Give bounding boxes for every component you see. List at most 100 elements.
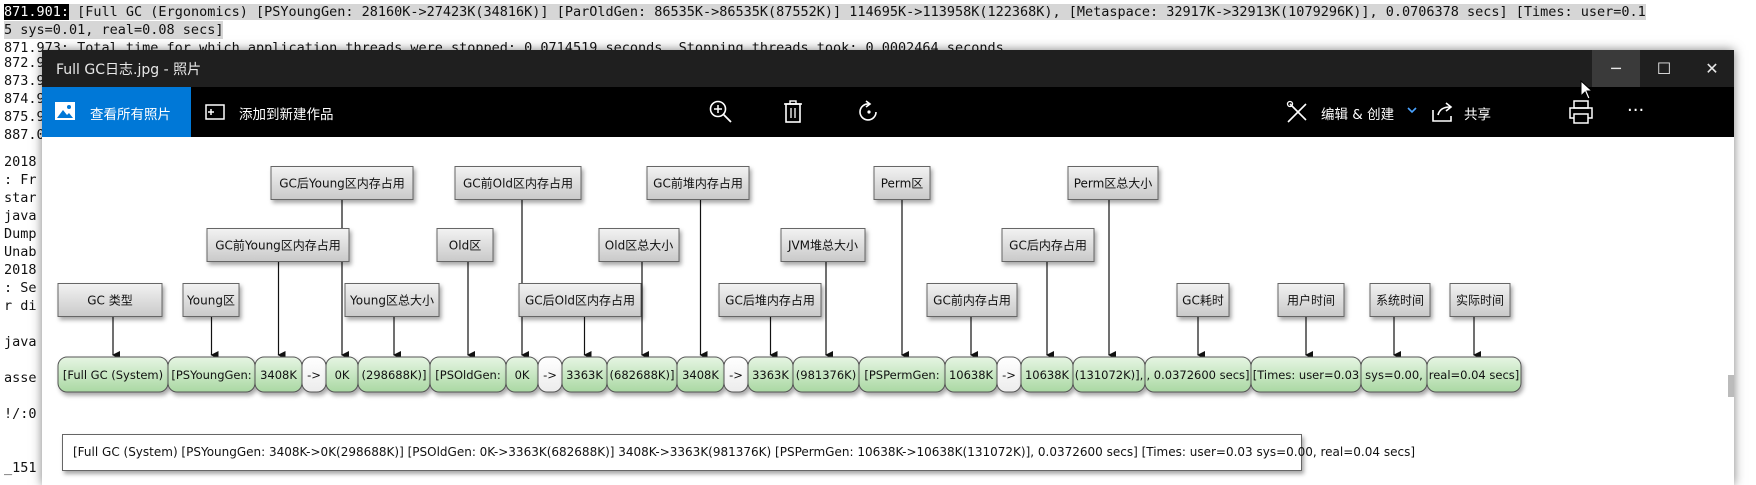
- segment-label: ->: [307, 368, 321, 382]
- window-title: Full GC日志.jpg - 照片: [56, 62, 202, 78]
- terminal-line-1: 871.901: [Full GC (Ergonomics) [PSYoungG…: [4, 3, 1646, 21]
- label-box-shape: [1449, 283, 1511, 317]
- gc-log-segment: [PSPermGen:: [858, 356, 946, 393]
- field-label-box: GC后内存占用: [1001, 228, 1095, 262]
- label-box-shape: [436, 228, 494, 262]
- terminal-left-fragment: Unab: [4, 244, 37, 260]
- terminal-left-fragment: r di: [4, 298, 37, 314]
- terminal-left-fragment: 874.9: [4, 91, 45, 107]
- gc-log-segment: [PSOldGen:: [429, 356, 507, 393]
- share-button[interactable]: 共享: [1431, 87, 1501, 137]
- segment-label: ->: [1002, 368, 1016, 382]
- terminal-left-fragment: 875.9: [4, 109, 45, 125]
- gc-log-segment: 0K: [505, 356, 539, 393]
- gc-log-segment: sys=0.00,: [1360, 356, 1428, 393]
- field-label-box: GC 类型: [57, 283, 163, 317]
- field-label: 系统时间: [1376, 294, 1424, 308]
- more-options-button[interactable]: ···: [1627, 100, 1645, 121]
- field-label: GC前堆内存占用: [653, 176, 743, 191]
- terminal-line-2: 5 sys=0.01, real=0.08 secs]: [4, 21, 224, 39]
- terminal-left-fragment: Dump: [4, 226, 37, 242]
- label-box-shape: [1176, 283, 1230, 317]
- label-box-shape: [926, 283, 1018, 317]
- zoom-in-icon[interactable]: [708, 99, 734, 125]
- segment-label: [Times: user=0.03: [1253, 368, 1359, 382]
- minimize-button[interactable]: ─: [1592, 50, 1640, 87]
- see-all-photos-label: 查看所有照片: [90, 107, 171, 123]
- field-label-box: GC前堆内存占用: [646, 166, 750, 200]
- field-label: Young区: [186, 294, 235, 308]
- terminal-left-fragment: 2018: [4, 154, 37, 170]
- label-box-shape: [518, 283, 642, 317]
- gc-log-segment: 3363K: [561, 356, 608, 393]
- gc-log-segment: (298688K)]: [357, 356, 431, 393]
- label-box-shape: [646, 166, 750, 200]
- edit-create-button[interactable]: 编辑 & 创建: [1285, 87, 1417, 137]
- sample-gc-log-line: [Full GC (System) [PSYoungGen: 3408K->0K…: [62, 434, 1415, 471]
- field-label-box: Young区总大小: [344, 283, 440, 317]
- terminal-timestamp: 871.901:: [4, 4, 70, 20]
- field-label: GC后Young区内存占用: [279, 176, 405, 191]
- terminal-left-fragment: 2018: [4, 262, 37, 278]
- delete-icon[interactable]: [782, 99, 804, 125]
- segment-label: [Full GC (System): [63, 368, 163, 382]
- terminal-left-fragment: : Fr: [4, 172, 37, 188]
- field-label-box: GC前内存占用: [926, 283, 1018, 317]
- field-label-box: JVM堆总大小: [780, 228, 866, 262]
- field-label: Perm区总大小: [1074, 177, 1153, 191]
- gc-log-segment: (682688K)]: [606, 356, 678, 393]
- field-label-box: GC后Old区内存占用: [518, 283, 642, 317]
- segment-label: (298688K)]: [362, 368, 427, 382]
- field-label: GC耗时: [1182, 294, 1224, 308]
- photos-window: Full GC日志.jpg - 照片 ─ ☐ ✕ 查看所有照片 添加到新建作品: [42, 50, 1734, 485]
- close-button[interactable]: ✕: [1705, 59, 1719, 78]
- gc-log-segment: 3408K: [254, 356, 303, 393]
- field-label-box: 用户时间: [1277, 283, 1345, 317]
- gc-log-segment: [Times: user=0.03: [1250, 356, 1362, 393]
- gc-log-segment: 0K: [325, 356, 359, 393]
- label-box-shape: [1369, 283, 1431, 317]
- gc-log-segment: 10638K: [1020, 356, 1074, 393]
- segment-label: real=0.04 secs]: [1429, 368, 1520, 382]
- label-box-shape: [598, 228, 680, 262]
- mouse-cursor-icon: [1580, 80, 1594, 100]
- terminal-left-fragment: 887.0: [4, 127, 45, 143]
- gc-log-segment: 3408K: [676, 356, 725, 393]
- label-box-shape: [718, 283, 822, 317]
- gc-log-segment: ->: [996, 356, 1022, 393]
- field-label: Old区总大小: [605, 239, 673, 253]
- field-label: GC前Old区内存占用: [463, 176, 573, 191]
- label-box-shape: [1067, 166, 1159, 200]
- print-icon[interactable]: [1568, 99, 1594, 125]
- segment-label: 3363K: [566, 368, 603, 382]
- rotate-icon[interactable]: [856, 99, 882, 125]
- field-label: Old区: [449, 239, 481, 253]
- field-label-box: GC前Old区内存占用: [454, 166, 582, 200]
- field-label-box: GC耗时: [1176, 283, 1230, 317]
- segment-label: 3408K: [260, 368, 297, 382]
- segment-label: (131072K)],: [1075, 368, 1144, 382]
- label-box-shape: [182, 283, 240, 317]
- gc-log-segment: real=0.04 secs]: [1426, 356, 1522, 393]
- terminal-left-fragment: 872.9: [4, 55, 45, 71]
- share-icon: [1432, 102, 1453, 122]
- gc-log-segment: ->: [301, 356, 327, 393]
- field-label: GC 类型: [87, 294, 133, 308]
- field-label: GC后内存占用: [1009, 238, 1087, 253]
- field-label: GC后Old区内存占用: [525, 293, 635, 308]
- field-label-box: Young区: [182, 283, 240, 317]
- field-label-box: 实际时间: [1449, 283, 1511, 317]
- label-box-shape: [1277, 283, 1345, 317]
- terminal-left-fragment: java: [4, 334, 37, 350]
- terminal-left-fragment: _151: [4, 460, 37, 476]
- segment-label: 3363K: [752, 368, 789, 382]
- gc-log-segment: 10638K: [944, 356, 998, 393]
- label-box-shape: [344, 283, 440, 317]
- terminal-gc-log: [Full GC (Ergonomics) [PSYoungGen: 28160…: [69, 4, 1646, 20]
- field-label-box: Old区总大小: [598, 228, 680, 262]
- maximize-button[interactable]: ☐: [1656, 59, 1672, 78]
- see-all-photos-button[interactable]: 查看所有照片: [42, 87, 191, 137]
- scrollbar-thumb[interactable]: [1728, 375, 1734, 397]
